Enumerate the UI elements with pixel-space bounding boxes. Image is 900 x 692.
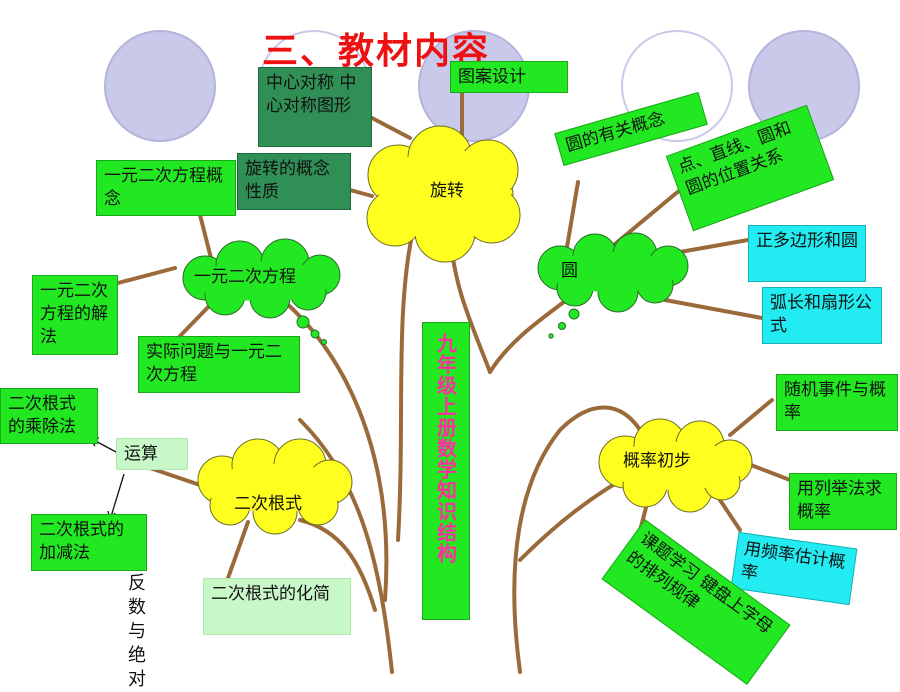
connector-radical-simplify (226, 520, 250, 580)
vertical-text-fragment: 反数与绝对 (128, 573, 146, 690)
box-random-event: 随机事件与概率 (776, 374, 898, 431)
arrow-to-add-sub (109, 473, 125, 521)
box-radical-mul-div: 二次根式的乘除法 (0, 388, 98, 444)
cloud-rotation (366, 125, 521, 263)
branch-to-rotation (396, 233, 414, 542)
cloud-label-probability: 概率初步 (623, 451, 691, 471)
box-pattern-design: 图案设计 (450, 61, 568, 93)
connector-random-event (728, 398, 774, 437)
cloud-circle (537, 232, 689, 339)
box-regular-polygon: 正多边形和圆 (748, 225, 866, 282)
cloud-label-circle: 圆 (561, 261, 578, 281)
connector-quadratic-solution (116, 266, 177, 285)
box-radical-add-sub: 二次根式的加减法 (31, 514, 147, 571)
connector-central-symmetry (370, 116, 412, 140)
box-radical-simplify: 二次根式的化简 (203, 578, 351, 635)
branch-trunk-left (298, 418, 394, 674)
connector-rotation-concept (348, 188, 374, 198)
center-title: 九年级上册数学知识结构 (433, 333, 458, 564)
connector-circle-concepts (565, 180, 580, 249)
cloud-label-rotation: 旋转 (430, 181, 464, 201)
connector-regular-polygon (678, 238, 750, 254)
cloud-label-quadratic: 一元二次方程 (194, 267, 296, 287)
cloud-radical (197, 438, 353, 535)
connector-operation (148, 466, 202, 487)
box-rotation-concept: 旋转的概念性质 (237, 153, 351, 210)
connector-quadratic-concept (198, 213, 214, 264)
cloud-quadratic (182, 238, 341, 345)
cloud-probability (598, 418, 753, 513)
center-title-box: 九年级上册数学知识结构 (422, 322, 470, 620)
box-listing-method: 用列举法求概率 (789, 473, 897, 530)
cloud-label-radical: 二次根式 (234, 494, 302, 514)
box-arc-sector: 弧长和扇形公式 (762, 287, 882, 344)
branch-trunk-right (512, 405, 642, 674)
box-operation: 运算 (116, 438, 188, 470)
decor-circle-1 (104, 30, 216, 142)
knowledge-tree (89, 90, 792, 674)
box-practical-problem: 实际问题与一元二次方程 (138, 336, 300, 393)
box-quadratic-solution: 一元二次方程的解法 (32, 275, 118, 355)
box-central-symmetry: 中心对称 中心对称图形 (258, 67, 372, 147)
box-quadratic-concept: 一元二次方程概念 (96, 160, 236, 216)
connector-arc-sector (663, 298, 764, 320)
